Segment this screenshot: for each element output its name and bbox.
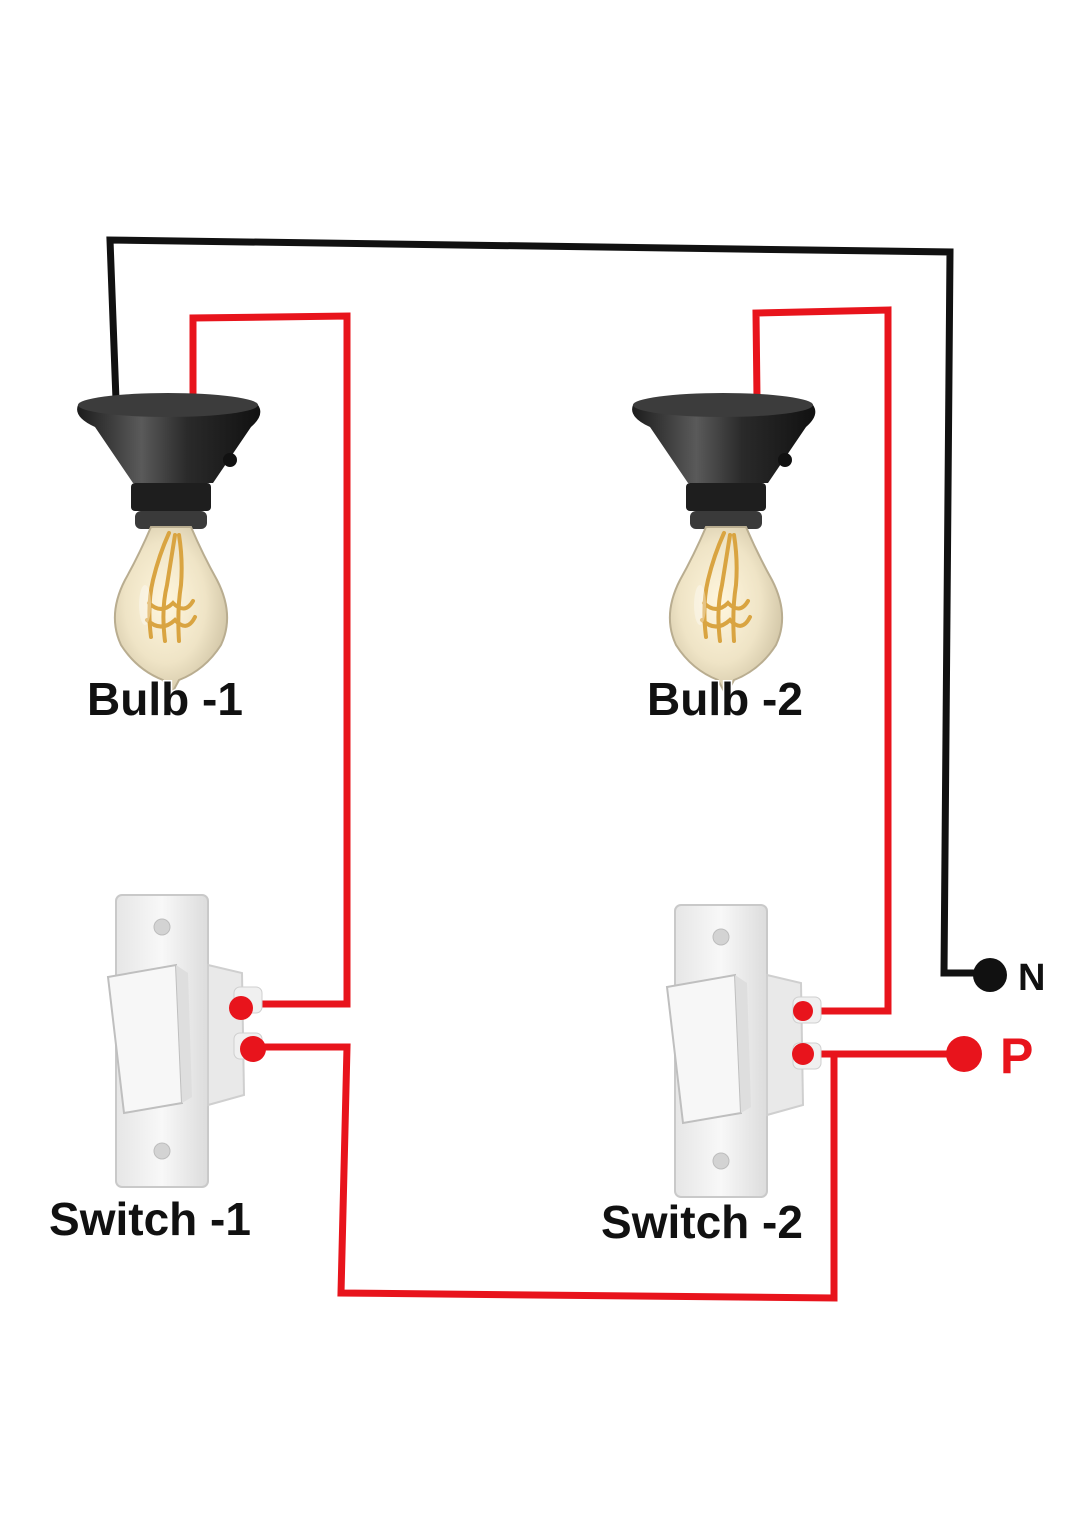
terminal-dot-icon bbox=[793, 1001, 813, 1021]
bulb2-to-switch2-wire bbox=[752, 306, 892, 1015]
bulb-2-label: Bulb -2 bbox=[647, 673, 803, 725]
phase-wires bbox=[189, 306, 962, 1302]
terminal-dot-icon bbox=[229, 996, 253, 1020]
switch-2-label: Switch -2 bbox=[601, 1196, 803, 1248]
wall-switch-icon bbox=[107, 894, 263, 1188]
terminal-dot-icon bbox=[792, 1043, 814, 1065]
bulb-2 bbox=[630, 391, 818, 697]
light-bulb-icon bbox=[630, 391, 818, 697]
switch-1 bbox=[107, 894, 263, 1188]
terminal-dot-icon bbox=[240, 1036, 266, 1062]
bulb-1-label: Bulb -1 bbox=[87, 673, 243, 725]
phase-label: P bbox=[1000, 1028, 1033, 1084]
neutral-terminal-dot bbox=[973, 958, 1007, 992]
light-bulb-icon bbox=[75, 391, 263, 697]
phase-terminal-dot bbox=[946, 1036, 982, 1072]
bulb-1 bbox=[75, 391, 263, 697]
bulb1-to-switch1-wire bbox=[189, 312, 351, 1008]
switch-1-label: Switch -1 bbox=[49, 1193, 251, 1245]
neutral-wire bbox=[106, 236, 990, 977]
neutral-label: N bbox=[1018, 957, 1045, 999]
